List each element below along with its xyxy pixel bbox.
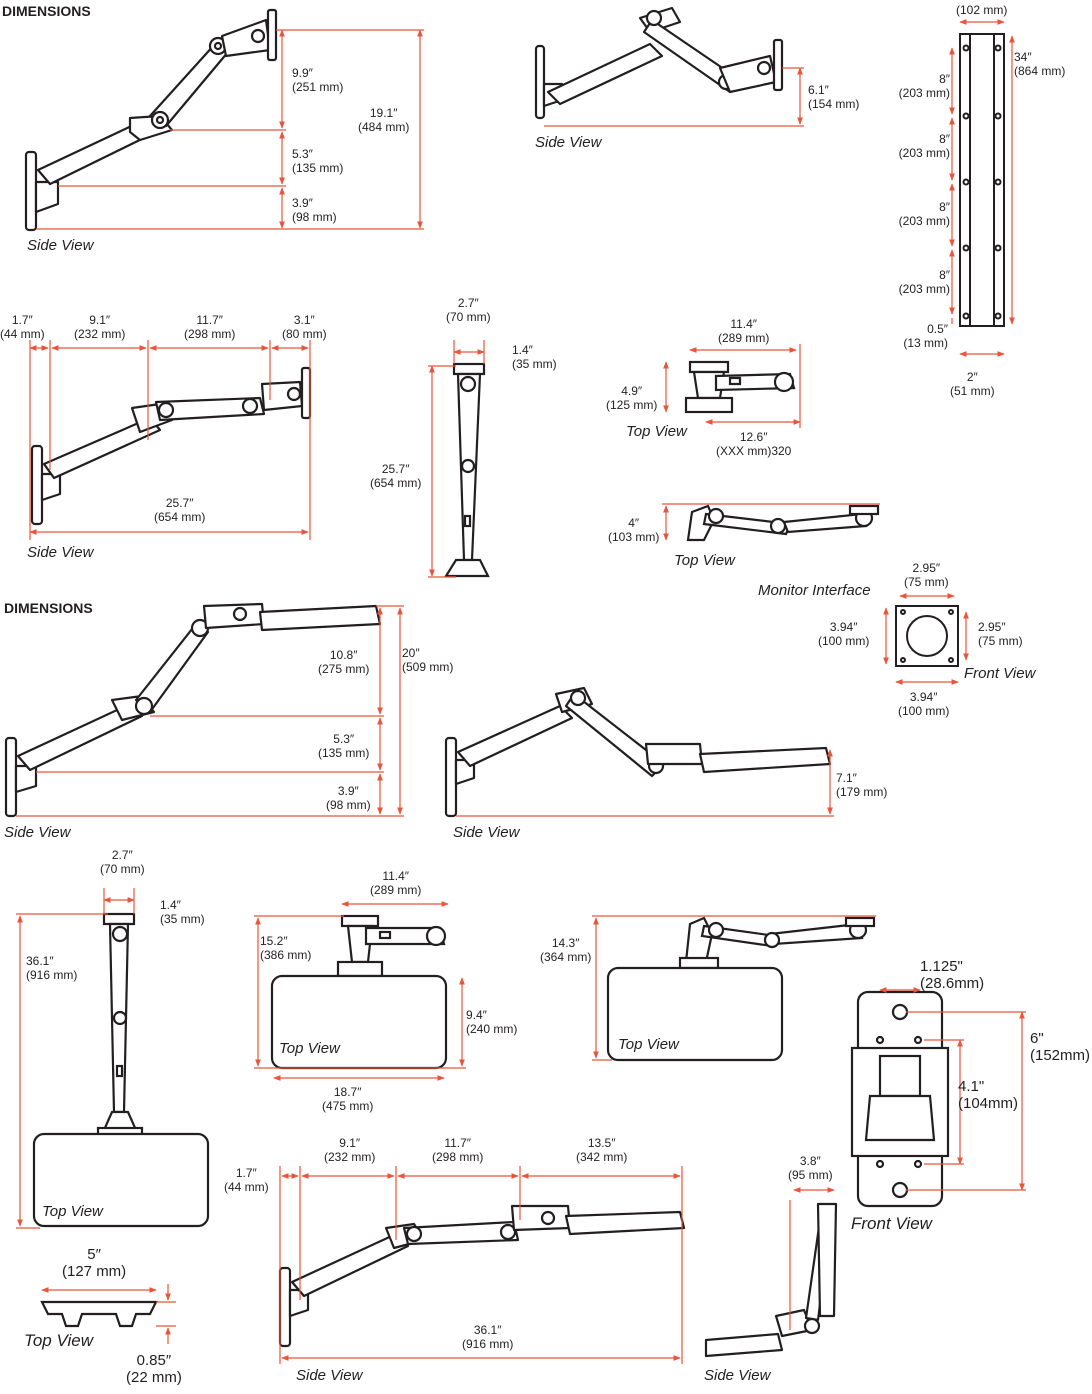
dim-d1: 2.7″(70 mm) bbox=[446, 296, 491, 324]
top-view-tray-2 bbox=[606, 916, 876, 1062]
dim-i2: 1.4″(35 mm) bbox=[160, 898, 205, 926]
dim-c4: 3.1″(80 mm) bbox=[282, 313, 327, 341]
dim-f1: 4″(103 mm) bbox=[608, 516, 660, 544]
dim-i1: 2.7″(70 mm) bbox=[100, 848, 145, 876]
dim-rail-height: 34″(864 mm) bbox=[1014, 50, 1066, 78]
dim-j1: 11.4″(289 mm) bbox=[370, 869, 422, 897]
dim-a1: 9.9″(251 mm) bbox=[292, 66, 344, 94]
dim-e1: 11.4″(289 mm) bbox=[718, 317, 770, 345]
label-side-view-4: Side View bbox=[4, 824, 71, 841]
dim-rail-seg-4: 8″(203 mm) bbox=[898, 268, 950, 296]
dim-j4: 18.7″(475 mm) bbox=[322, 1085, 374, 1113]
dim-m-right: 2.95″(75 mm) bbox=[978, 620, 1023, 648]
dim-g3: 5.3″(135 mm) bbox=[318, 732, 370, 760]
label-front-view-1: Front View bbox=[964, 665, 1036, 682]
dim-c1: 1.7″(44 mm) bbox=[0, 313, 45, 341]
label-side-view-5: Side View bbox=[453, 824, 520, 841]
arm-drawing-side-1 bbox=[24, 8, 278, 232]
arm-drawing-side-2 bbox=[534, 6, 784, 120]
dim-n2: 0.85″(22 mm) bbox=[126, 1352, 182, 1386]
label-top-view-5: Top View bbox=[618, 1036, 679, 1053]
pole-drawing bbox=[444, 362, 490, 578]
dim-o2: 9.1″(232 mm) bbox=[324, 1136, 376, 1164]
wall-rail-drawing bbox=[959, 33, 1005, 327]
dim-rail-seg-1: 8″(203 mm) bbox=[898, 72, 950, 100]
arm-drawing-side-3 bbox=[30, 366, 312, 526]
dim-g2: 20″(509 mm) bbox=[402, 646, 454, 674]
arm-drawing-side-5 bbox=[444, 686, 832, 818]
dim-d2: 1.4″(35 mm) bbox=[512, 343, 557, 371]
dim-o3: 11.7″(298 mm) bbox=[432, 1136, 484, 1164]
dim-l2: 6"(152mm) bbox=[1030, 1030, 1091, 1064]
front-view-bracket bbox=[850, 990, 950, 1208]
dim-o1: 1.7″(44 mm) bbox=[224, 1166, 269, 1194]
dim-rail-seg-3: 8″(203 mm) bbox=[898, 200, 950, 228]
dim-g1: 10.8″(275 mm) bbox=[318, 648, 370, 676]
dim-e2: 4.9″(125 mm) bbox=[606, 384, 658, 412]
label-side-view-2: Side View bbox=[535, 134, 602, 151]
label-side-view-1: Side View bbox=[27, 237, 94, 254]
dim-l1: 1.125"(28.6mm) bbox=[920, 958, 985, 992]
label-top-view-1: Top View bbox=[626, 423, 687, 440]
pole-drawing-tall bbox=[32, 912, 210, 1228]
dim-o5: 36.1″(916 mm) bbox=[462, 1323, 514, 1351]
heading-dimensions-2: DIMENSIONS bbox=[4, 600, 93, 616]
label-side-view-3: Side View bbox=[27, 544, 94, 561]
dim-k1: 14.3″(364 mm) bbox=[540, 936, 592, 964]
label-top-view-3: Top View bbox=[42, 1203, 103, 1220]
dimension-lines bbox=[16, 19, 1026, 1364]
top-view-tray-1 bbox=[270, 914, 448, 1070]
dim-a2: 19.1″(484 mm) bbox=[358, 106, 410, 134]
top-view-small-1 bbox=[684, 360, 796, 414]
label-monitor-interface: Monitor Interface bbox=[758, 582, 871, 599]
dim-h1: 7.1″(179 mm) bbox=[836, 771, 888, 799]
label-side-view-6: Side View bbox=[296, 1367, 363, 1384]
label-side-view-7: Side View bbox=[704, 1367, 771, 1384]
dim-c5: 25.7″(654 mm) bbox=[154, 496, 206, 524]
label-top-view-4: Top View bbox=[279, 1040, 340, 1057]
dim-a3: 5.3″(135 mm) bbox=[292, 147, 344, 175]
dim-b1: 6.1″(154 mm) bbox=[808, 83, 860, 111]
dim-j3: 9.4″(240 mm) bbox=[466, 1008, 518, 1036]
dim-j2: 15.2″(386 mm) bbox=[260, 934, 312, 962]
dim-l3: 4.1"(104mm) bbox=[958, 1078, 1019, 1112]
dim-e3: 12.6″(XXX mm)320 bbox=[716, 430, 792, 458]
label-front-view-2: Front View bbox=[851, 1214, 932, 1233]
arm-drawing-side-7 bbox=[704, 1202, 838, 1358]
monitor-interface-plate bbox=[895, 605, 959, 667]
dim-p1: 3.8″(95 mm) bbox=[788, 1154, 833, 1182]
dim-n1: 5″(127 mm) bbox=[62, 1246, 127, 1280]
top-view-small-2 bbox=[686, 504, 880, 542]
label-top-view-6: Top View bbox=[24, 1331, 93, 1350]
dim-a4: 3.9″(98 mm) bbox=[292, 196, 337, 224]
dim-c2: 9.1″(232 mm) bbox=[74, 313, 126, 341]
top-view-clip bbox=[40, 1300, 158, 1328]
arm-drawing-side-6 bbox=[278, 1204, 686, 1348]
arm-drawing-side-4 bbox=[4, 602, 382, 818]
heading-dimensions-1: DIMENSIONS bbox=[2, 3, 91, 19]
dim-c3: 11.7″(298 mm) bbox=[184, 313, 236, 341]
dim-d3: 25.7″(654 mm) bbox=[370, 462, 422, 490]
dim-m-top: 2.95″(75 mm) bbox=[904, 561, 949, 589]
dim-o4: 13.5″(342 mm) bbox=[576, 1136, 628, 1164]
dim-rail-depth: 2″(51 mm) bbox=[950, 370, 995, 398]
dim-rail-end: 0.5″(13 mm) bbox=[903, 322, 948, 350]
label-top-view-2: Top View bbox=[674, 552, 735, 569]
dim-rail-seg-2: 8″(203 mm) bbox=[898, 132, 950, 160]
dim-m-bottom: 3.94″(100 mm) bbox=[898, 690, 950, 718]
dim-rail-width: (102 mm) bbox=[956, 3, 1008, 17]
dim-i3: 36.1″(916 mm) bbox=[26, 954, 78, 982]
dim-m-left: 3.94″(100 mm) bbox=[818, 620, 870, 648]
dim-g4: 3.9″(98 mm) bbox=[326, 784, 371, 812]
